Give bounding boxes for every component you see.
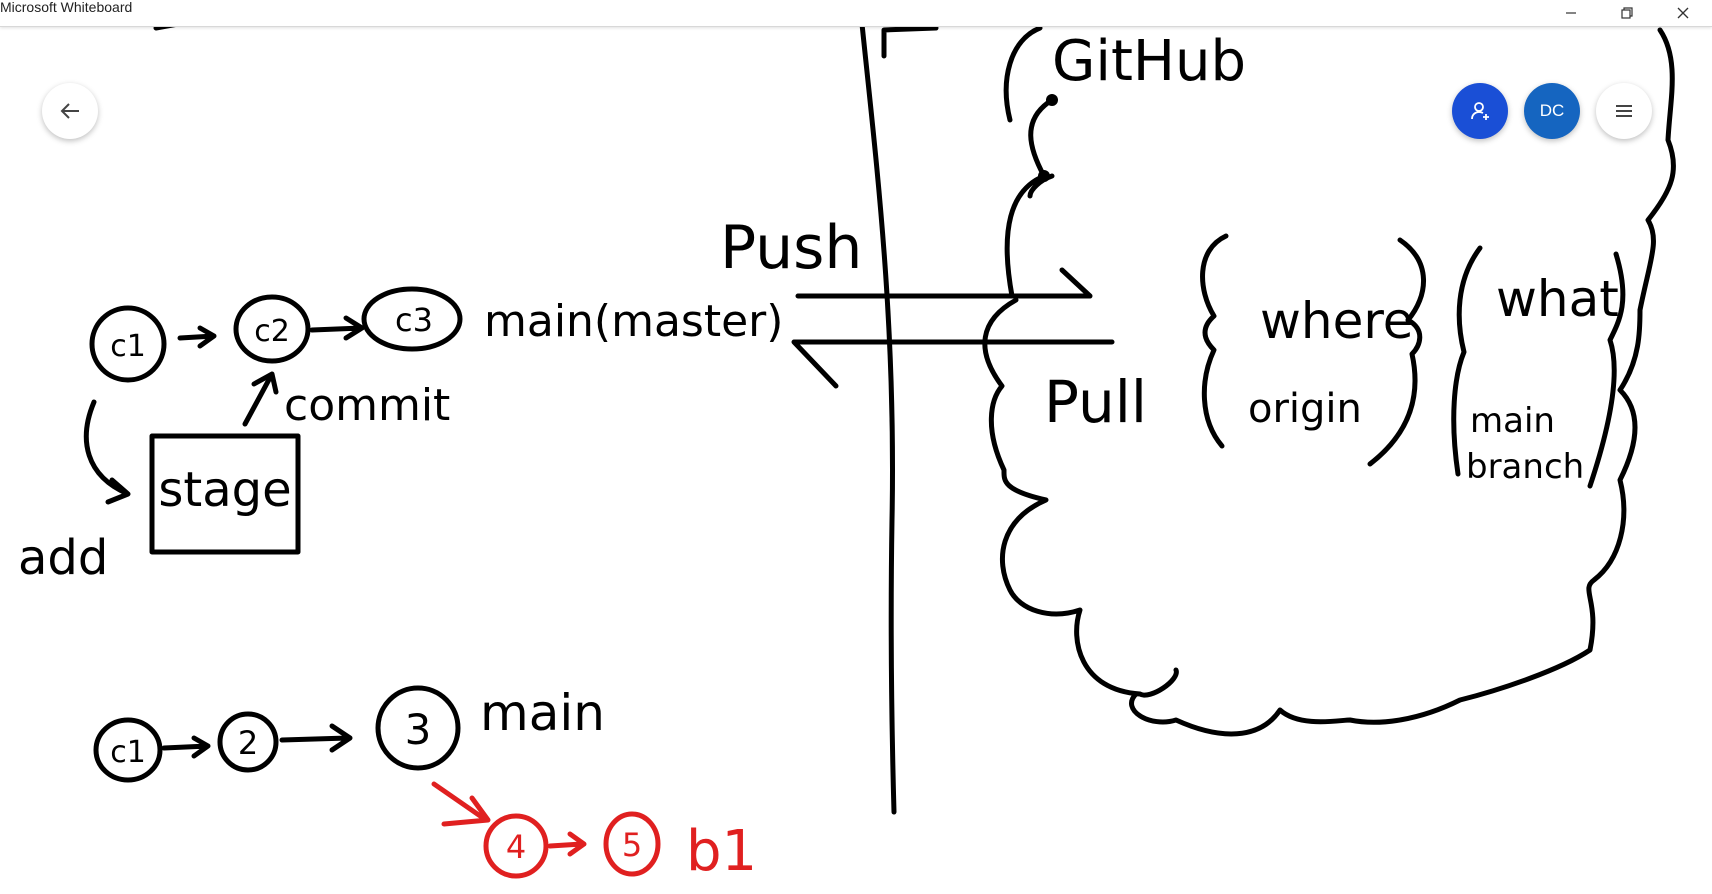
share-button[interactable] xyxy=(1452,83,1508,139)
commit-circle xyxy=(217,711,279,773)
push-arrow xyxy=(795,267,1093,299)
what-detail-line1: main xyxy=(1470,401,1555,441)
arrow xyxy=(161,735,211,759)
branch-arrow xyxy=(431,781,491,827)
commit-label: 5 xyxy=(622,826,642,864)
commit-circle xyxy=(361,286,463,352)
add-arrow xyxy=(83,399,131,505)
where-label: where xyxy=(1260,292,1414,350)
ink-dot xyxy=(1046,94,1058,106)
arrow xyxy=(547,831,587,857)
arrow xyxy=(309,315,365,341)
stage-box xyxy=(149,433,301,555)
commit-circle xyxy=(89,305,167,383)
menu-button[interactable] xyxy=(1596,83,1652,139)
left-brace xyxy=(1200,233,1229,449)
ink-dot xyxy=(1038,170,1050,182)
user-avatar[interactable]: DC xyxy=(1524,83,1580,139)
add-person-icon xyxy=(1471,102,1489,120)
right-brace xyxy=(1367,237,1426,467)
commit-text: commit xyxy=(284,380,450,431)
what-detail-line2: branch xyxy=(1466,447,1584,487)
commit-circle xyxy=(93,717,163,783)
left-brace xyxy=(1451,245,1483,477)
pull-arrow xyxy=(791,339,1115,389)
stage-label: stage xyxy=(158,462,291,518)
close-icon[interactable] xyxy=(1660,0,1706,26)
origin-label: origin xyxy=(1248,386,1362,432)
what-label: what xyxy=(1496,270,1619,328)
back-button[interactable] xyxy=(42,83,98,139)
commit-label: c2 xyxy=(254,314,290,349)
hamburger-menu-icon xyxy=(1616,105,1632,117)
restore-icon[interactable] xyxy=(1604,0,1650,26)
divider-line xyxy=(859,21,897,815)
right-brace xyxy=(1587,251,1626,489)
pull-label: Pull xyxy=(1044,368,1147,436)
commit-circle xyxy=(233,294,311,364)
branch-label: main xyxy=(480,684,605,742)
commit-label: c1 xyxy=(110,735,146,770)
commit-label: 2 xyxy=(238,724,258,762)
commit-label: 4 xyxy=(506,828,526,866)
commit-label: 3 xyxy=(405,705,432,754)
arrow-left-icon xyxy=(60,103,79,119)
commit-circle xyxy=(483,813,549,879)
commit-label: c1 xyxy=(110,329,146,364)
arrow xyxy=(279,723,353,753)
minimize-icon[interactable] xyxy=(1548,0,1594,26)
avatar-initials: DC xyxy=(1539,101,1565,120)
branch-label: main(master) xyxy=(484,296,783,347)
window-title: Microsoft Whiteboard xyxy=(0,0,133,15)
ink-stroke xyxy=(881,25,939,59)
github-label: GitHub xyxy=(1052,29,1246,94)
new-branch-label: b1 xyxy=(686,819,757,884)
arrow xyxy=(177,325,217,349)
commit-circle xyxy=(375,685,461,771)
commit-arrow xyxy=(242,371,279,427)
title-bar: Microsoft Whiteboard xyxy=(0,0,1712,27)
commit-label: c3 xyxy=(395,301,433,339)
commit-circle xyxy=(603,811,661,877)
push-label: Push xyxy=(720,213,862,283)
add-label: add xyxy=(18,530,108,586)
